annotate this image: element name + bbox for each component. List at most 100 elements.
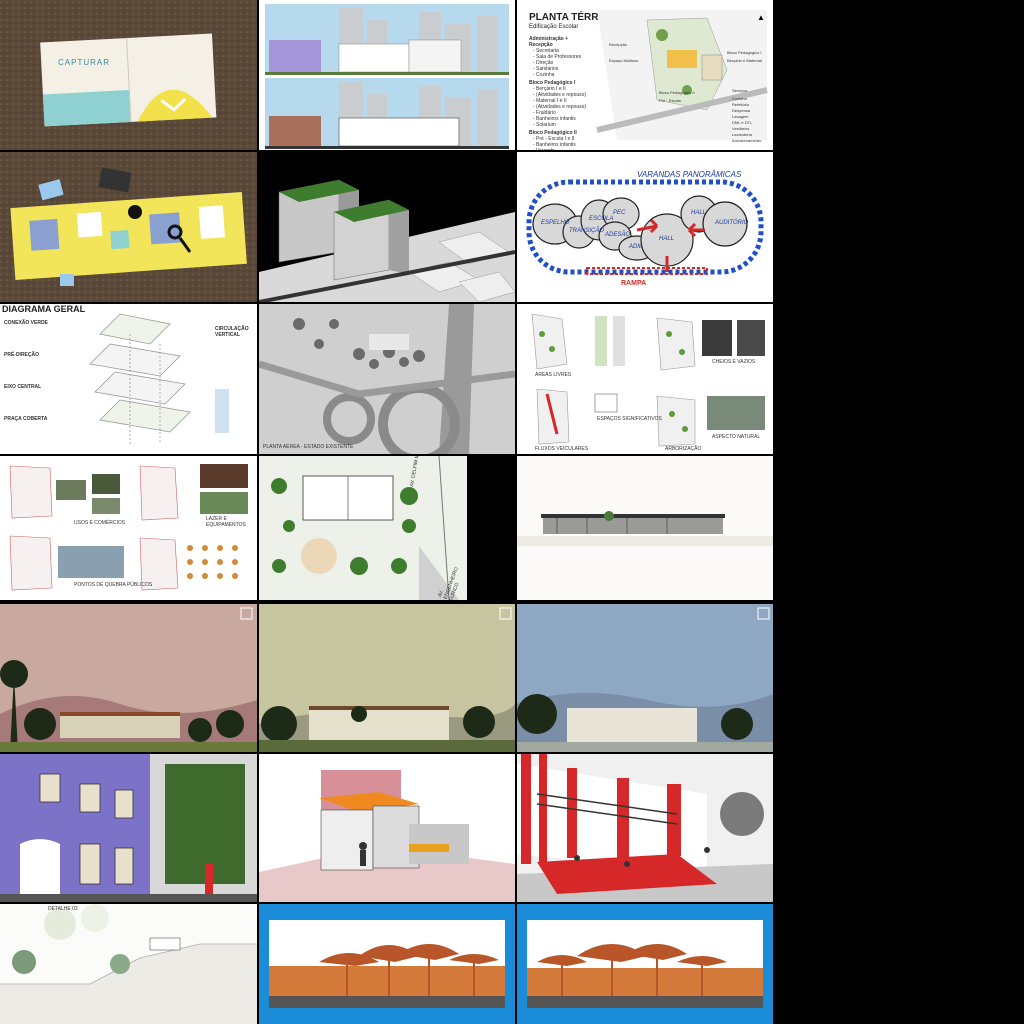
plan-legend-item: - Sala de Professores xyxy=(533,54,582,60)
plan-legend-item: - Secretaria xyxy=(533,48,559,54)
plan-map-label: Despensa xyxy=(732,108,751,113)
sketch-bubble-label: ESPELHO xyxy=(541,220,570,226)
sketch-bubble-label: HALL xyxy=(691,210,707,216)
tile-render-pink[interactable] xyxy=(0,604,257,752)
plan-map-label: Bloco Pedagógico I xyxy=(727,50,762,55)
aerial-grayscale xyxy=(259,304,515,454)
analysis-caption: ÁREAS LIVRES xyxy=(535,372,572,378)
sketch-title: VARANDAS PANORÂMICAS xyxy=(637,170,742,179)
tile-site-plan[interactable]: AV. DELFIM MOREIRA AV. ENGENHEIRO EURICO xyxy=(259,456,467,600)
diagram-section-heading: PRÉ-DIREÇÃO xyxy=(4,352,40,358)
tile-landscape-section[interactable]: DETALHE 03 xyxy=(0,904,257,1024)
landscape-section xyxy=(0,904,257,1024)
tile-render-red-plaza[interactable] xyxy=(517,754,773,902)
analysis-caption: ARBORIZAÇÃO xyxy=(665,446,702,452)
sketch-bubble-label: TRANSIÇÃO xyxy=(569,228,605,234)
sketch-drawing xyxy=(526,179,764,275)
plan-legend-item: - Cozinha xyxy=(533,72,555,78)
plan-subtitle: Edificação Escolar xyxy=(529,24,579,30)
diagram-title: DIAGRAMA GERAL xyxy=(2,304,86,314)
plan-map-label: Cozinha xyxy=(732,96,747,101)
uses-caption: USOS E COMÉRCIOS xyxy=(74,520,126,526)
diagram-axonometric xyxy=(89,313,229,444)
plan-legend: Administração + Recepção- Secretaria- Sa… xyxy=(529,36,589,150)
analysis-maps xyxy=(531,313,765,447)
plan-map-label: Recepção xyxy=(609,42,628,47)
plan-map-label: Espaço Multiuso xyxy=(609,58,639,63)
render-olive-sky xyxy=(259,604,515,752)
tile-render-purple-facade[interactable] xyxy=(0,754,257,902)
sketch-bubble-label: ADM xyxy=(629,244,643,250)
tile-aerial-photo[interactable]: PLANTA AÉREA - ESTADO EXISTENTE xyxy=(259,304,515,454)
svg-text:▲: ▲ xyxy=(757,13,765,22)
canopy-elevation-a xyxy=(259,904,515,1024)
tile-ground-floor-plan[interactable]: PLANTA TÉRREO Edificação Escolar Adminis… xyxy=(517,0,773,150)
tile-booklet-photo[interactable]: CAPTURAR xyxy=(0,0,257,150)
tile-foldout-photo[interactable] xyxy=(0,152,257,302)
render-blue-sky xyxy=(517,604,773,752)
canopy-elevation-b xyxy=(517,904,773,1024)
tile-general-diagram[interactable]: DIAGRAMA GERAL CONEXÃO VERDE PRÉ-DIREÇÃO E… xyxy=(0,304,257,454)
render-red-plaza xyxy=(517,754,773,902)
plan-legend-item: - (Atividades e repouso) xyxy=(533,104,587,110)
tile-render-pavilion[interactable] xyxy=(259,754,515,902)
analysis-caption: ASPECTO NATURAL xyxy=(712,434,761,440)
tile-canopy-elevation-a[interactable] xyxy=(259,904,515,1024)
image-grid: CAPTURAR PLANTA TÉRREO Edificação Esc xyxy=(0,0,773,1024)
plan-map-label: Pré - Escola xyxy=(659,98,681,103)
site-plan-drawing xyxy=(259,456,467,600)
tile-building-elevation[interactable] xyxy=(517,456,773,600)
elevation-drawing xyxy=(517,511,773,546)
plan-legend-item: - (Atividades e repouso) xyxy=(533,92,587,98)
uses-maps xyxy=(9,464,248,591)
tile-section-elevations[interactable] xyxy=(259,0,515,150)
plan-map-label: Refeitório xyxy=(732,102,750,107)
sketch-bubble-label: ADESÃO xyxy=(605,232,631,238)
uses-caption: LAZER E EQUIPAMENTOS xyxy=(206,516,246,528)
aerial-caption: PLANTA AÉREA - ESTADO EXISTENTE xyxy=(263,444,354,450)
section-label: DETALHE 03 xyxy=(48,906,78,912)
uses-caption: PONTOS DE QUEBRA PÚBLICOS xyxy=(74,582,153,588)
plan-legend-heading: Bloco Pedagógico I xyxy=(529,80,576,86)
plan-legend-item: - Direção xyxy=(533,60,554,66)
diagram-side-label: CIRCULAÇÃO VERTICAL xyxy=(215,326,249,338)
plan-legend-item: - Banheiros infantis xyxy=(533,116,576,122)
tile-canopy-elevation-b[interactable] xyxy=(517,904,773,1024)
tile-3d-massing[interactable] xyxy=(259,152,515,302)
plan-legend-item: - Solarium xyxy=(533,122,556,128)
tile-render-blue[interactable] xyxy=(517,604,773,752)
plan-legend-item: - Sanitários xyxy=(533,66,559,72)
analysis-caption: FLUXOS VEICULARES xyxy=(535,446,589,452)
plan-map-label: Bloco Pedagógico II xyxy=(659,90,695,95)
plan-legend-heading: Administração + Recepção xyxy=(529,36,569,48)
plan-legend-item: - Pré - Escola I e II xyxy=(533,136,575,142)
analysis-caption: CHEIOS E VAZIOS xyxy=(712,359,756,365)
plan-map-label: Serviços xyxy=(732,88,748,93)
render-pavilion xyxy=(259,770,515,902)
render-purple-facade xyxy=(0,754,257,902)
plan-legend-item: - Berçário I e II xyxy=(533,86,566,92)
tile-render-olive[interactable] xyxy=(259,604,515,752)
tile-site-analysis[interactable]: ÁREAS LIVRES CHEIOS E VAZIOS FLUXOS VEICUL… xyxy=(517,304,773,454)
massing-render xyxy=(259,179,515,302)
foldout-photo xyxy=(0,152,257,302)
plan-legend-item: - Maternal I e II xyxy=(533,98,567,104)
tile-uses-analysis[interactable]: USOS E COMÉRCIOS LAZER E EQUIPAMENTOS PONT… xyxy=(0,456,257,600)
diagram-section-heading: PRAÇA COBERTA xyxy=(4,416,48,422)
plan-map: ▲ xyxy=(596,10,768,140)
plan-legend-heading: Bloco Pedagógico II xyxy=(529,130,577,136)
diagram-section-heading: CONEXÃO VERDE xyxy=(4,320,48,326)
plan-map-label: Armazenamento xyxy=(732,138,762,143)
sketch-bubble-label: AUDITÓRIO xyxy=(715,220,749,226)
plan-map-label: Berçário e Maternal xyxy=(727,58,762,63)
analysis-caption: ESPAÇOS SIGNIFICATIVOS xyxy=(597,416,662,422)
diagram-section-heading: EIXO CENTRAL xyxy=(4,384,42,390)
plan-legend-item: - Banheiros infantis xyxy=(533,142,576,148)
plan-map-label: DML e DTL xyxy=(732,120,753,125)
plan-legend-item: - Fraldário xyxy=(533,110,556,116)
plan-map-label: Lavagem xyxy=(732,114,749,119)
booklet-title: CAPTURAR xyxy=(58,58,111,67)
sketch-bubble-label: HALL xyxy=(659,236,675,242)
plan-legend-item: - Varanda xyxy=(529,148,589,150)
